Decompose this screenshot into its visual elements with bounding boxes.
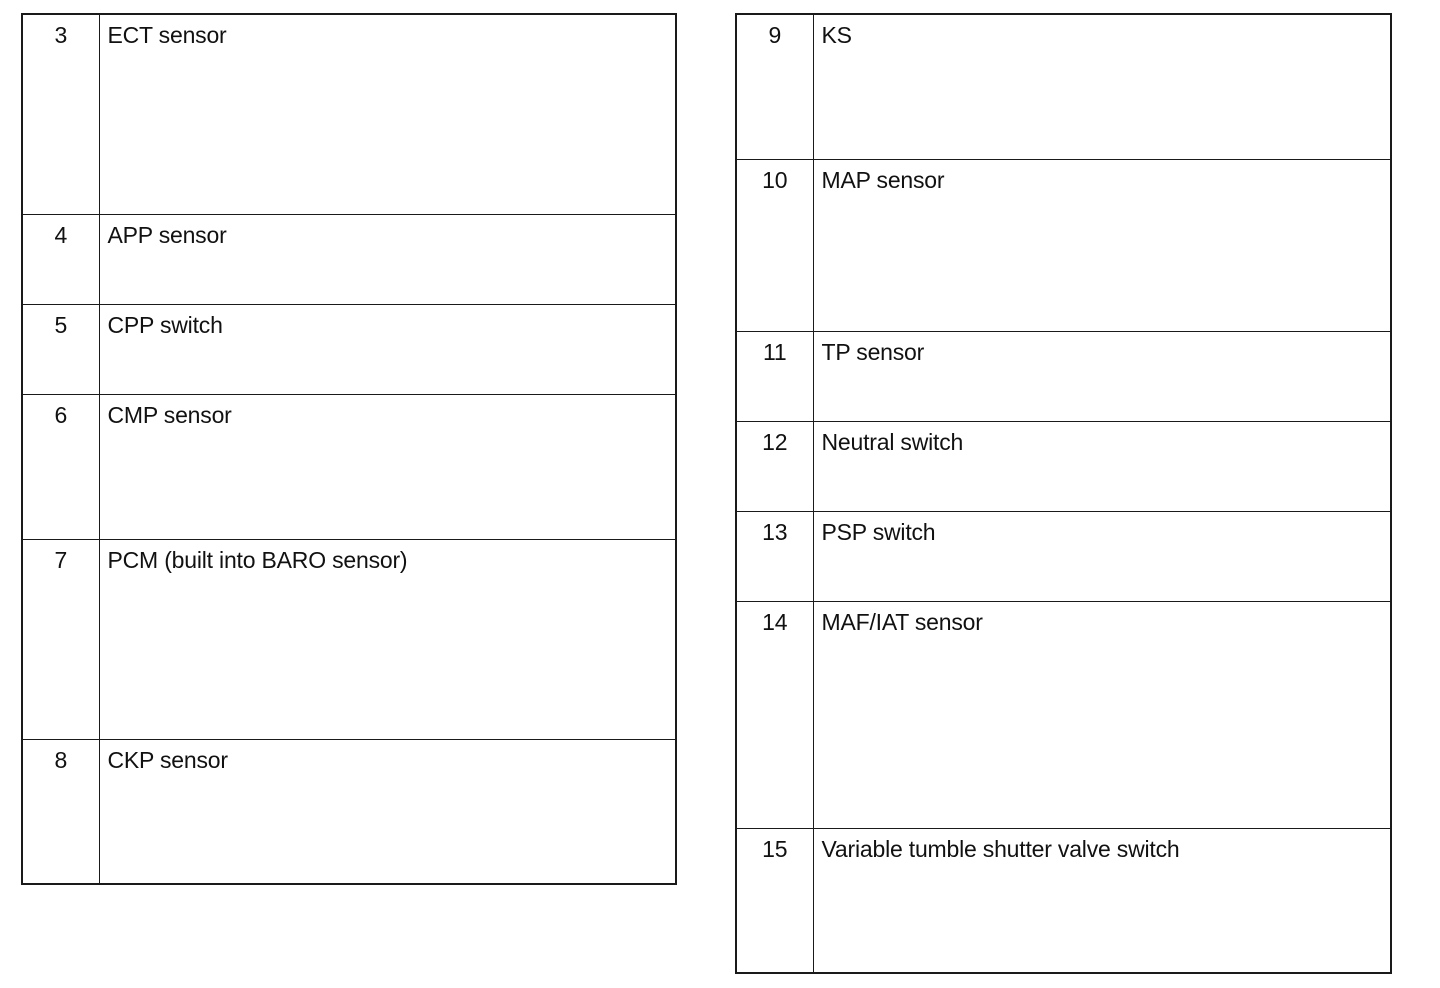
component-number: 6 xyxy=(21,393,100,540)
component-label: ECT sensor xyxy=(98,13,677,215)
component-label: MAP sensor xyxy=(812,158,1392,332)
component-number: 13 xyxy=(735,510,814,602)
component-number: 10 xyxy=(735,158,814,332)
table-row: 12 Neutral switch xyxy=(735,420,1392,512)
component-label: CPP switch xyxy=(98,303,677,395)
table-row: 15 Variable tumble shutter valve switch xyxy=(735,827,1392,974)
component-number: 14 xyxy=(735,600,814,829)
table-row: 5 CPP switch xyxy=(21,303,677,395)
component-label: PCM (built into BARO sensor) xyxy=(98,538,677,740)
component-number: 3 xyxy=(21,13,100,215)
component-number: 7 xyxy=(21,538,100,740)
component-legend-table-right: 9 KS 10 MAP sensor 11 TP sensor 12 Neutr… xyxy=(735,13,1392,974)
table-row: 7 PCM (built into BARO sensor) xyxy=(21,538,677,740)
table-row: 6 CMP sensor xyxy=(21,393,677,540)
component-number: 12 xyxy=(735,420,814,512)
component-number: 5 xyxy=(21,303,100,395)
table-row: 8 CKP sensor xyxy=(21,738,677,885)
component-label: KS xyxy=(812,13,1392,160)
component-label: MAF/IAT sensor xyxy=(812,600,1392,829)
table-row: 11 TP sensor xyxy=(735,330,1392,422)
table-row: 13 PSP switch xyxy=(735,510,1392,602)
component-legend-table-left: 3 ECT sensor 4 APP sensor 5 CPP switch 6… xyxy=(21,13,677,885)
table-row: 14 MAF/IAT sensor xyxy=(735,600,1392,829)
component-label: Neutral switch xyxy=(812,420,1392,512)
table-row: 10 MAP sensor xyxy=(735,158,1392,332)
table-row: 3 ECT sensor xyxy=(21,13,677,215)
component-label: APP sensor xyxy=(98,213,677,305)
table-row: 4 APP sensor xyxy=(21,213,677,305)
component-label: CKP sensor xyxy=(98,738,677,885)
component-number: 4 xyxy=(21,213,100,305)
component-number: 15 xyxy=(735,827,814,974)
component-number: 9 xyxy=(735,13,814,160)
component-label: TP sensor xyxy=(812,330,1392,422)
component-label: CMP sensor xyxy=(98,393,677,540)
component-label: PSP switch xyxy=(812,510,1392,602)
table-row: 9 KS xyxy=(735,13,1392,160)
component-label: Variable tumble shutter valve switch xyxy=(812,827,1392,974)
component-number: 11 xyxy=(735,330,814,422)
component-number: 8 xyxy=(21,738,100,885)
